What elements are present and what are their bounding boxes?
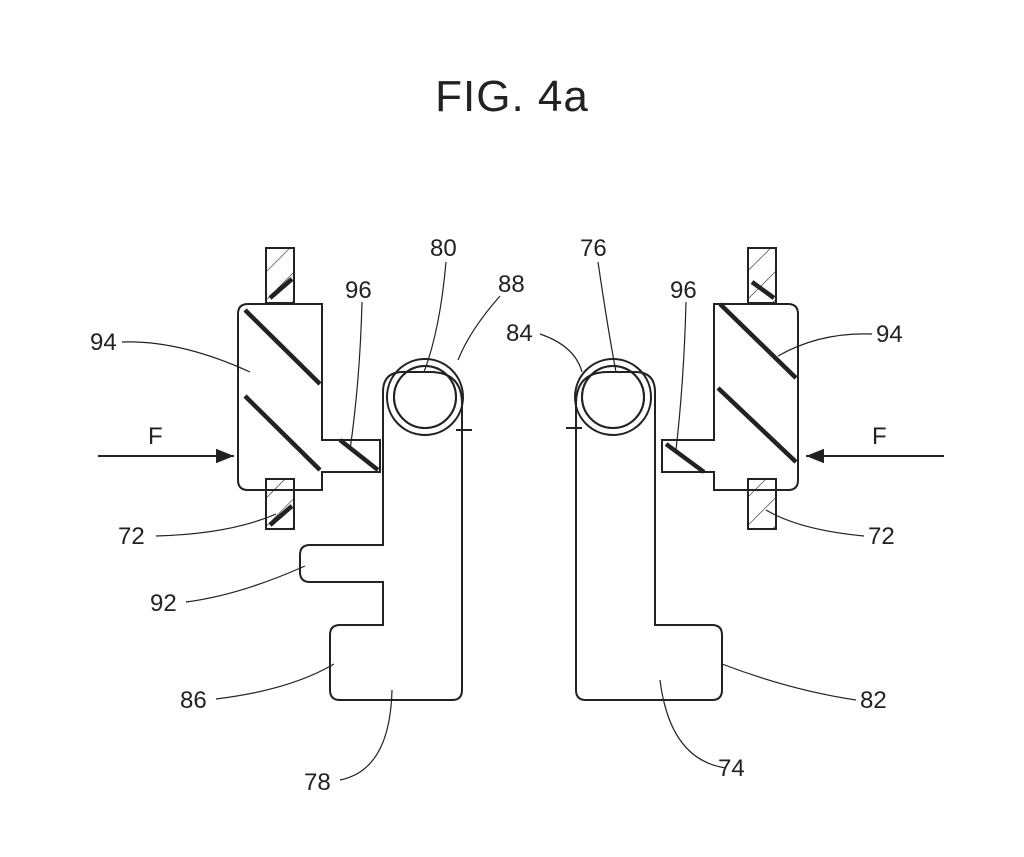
left-contact-body	[299, 371, 463, 701]
label-72-left: 72	[118, 523, 145, 550]
label-88: 88	[498, 271, 525, 298]
label-f-right: F	[872, 423, 887, 450]
left-assembly	[98, 247, 472, 701]
left-pin	[393, 365, 457, 429]
reference-labels: 94 96 80 88 F 72 92 86 78 76 84 96 94 F …	[90, 235, 903, 796]
label-74: 74	[718, 755, 745, 782]
right-contact-body	[575, 371, 723, 701]
label-72-right: 72	[868, 523, 895, 550]
right-insulator	[661, 302, 799, 491]
label-82: 82	[860, 687, 887, 714]
label-84: 84	[506, 320, 533, 347]
label-94-left: 94	[90, 329, 117, 356]
right-spring-wire	[566, 358, 652, 436]
right-pin	[581, 365, 645, 429]
label-94-right: 94	[876, 321, 903, 348]
left-spring-wire	[386, 358, 472, 436]
label-f-left: F	[148, 423, 163, 450]
label-80: 80	[430, 235, 457, 262]
label-78: 78	[304, 769, 331, 796]
right-assembly	[566, 247, 944, 701]
label-96-right: 96	[670, 277, 697, 304]
label-96-left: 96	[345, 277, 372, 304]
left-lower-bracket	[265, 478, 295, 530]
label-92: 92	[150, 590, 177, 617]
right-lower-bracket	[747, 478, 777, 530]
figure-title: FIG. 4a	[435, 72, 589, 121]
leader-lines	[121, 261, 873, 781]
right-upper-bracket	[747, 247, 777, 304]
label-76: 76	[580, 235, 607, 262]
left-insulator	[237, 303, 381, 491]
label-86: 86	[180, 687, 207, 714]
left-upper-bracket	[265, 247, 295, 304]
